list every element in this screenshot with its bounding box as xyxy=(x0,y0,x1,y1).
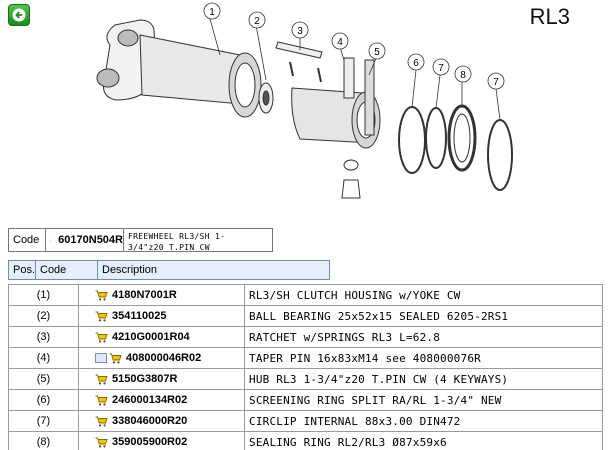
row-code[interactable]: 359005900R02 xyxy=(78,431,245,450)
row-pos: (4) xyxy=(8,347,79,369)
table-row[interactable]: (8) 359005900R02 SEALING RING RL2/RL3 Ø8… xyxy=(8,431,603,450)
callout-4: 4 xyxy=(337,37,343,48)
column-header-description[interactable]: Description xyxy=(102,264,158,276)
row-code-text: 408000046R02 xyxy=(126,352,202,364)
table-row[interactable]: (4) 408000046R02 TAPER PIN 16x83xM14 see… xyxy=(8,347,603,369)
row-description: BALL BEARING 25x52x15 SEALED 6205-2RS1 xyxy=(244,305,603,327)
cart-icon[interactable] xyxy=(95,395,108,406)
callout-7: 7 xyxy=(438,63,444,74)
row-pos: (6) xyxy=(8,389,79,411)
table-row[interactable]: (7) 338046000R20 CIRCLIP INTERNAL 88x3.0… xyxy=(8,410,603,432)
cart-icon[interactable] xyxy=(95,290,108,301)
exploded-parts-drawing: 1 2 3 4 5 6 7 8 7 xyxy=(96,2,513,199)
row-code[interactable]: 338046000R20 xyxy=(78,410,245,432)
cart-icon[interactable] xyxy=(50,235,52,246)
cart-icon[interactable] xyxy=(95,311,108,322)
cart-icon[interactable] xyxy=(95,437,108,448)
row-code[interactable]: 4210G0001R04 xyxy=(78,326,245,348)
row-description: HUB RL3 1-3/4"z20 T.PIN CW (4 KEYWAYS) xyxy=(244,368,603,390)
row-code-text: 359005900R02 xyxy=(112,436,188,448)
callout-5: 5 xyxy=(374,47,380,58)
assembly-description-line-2: 3/4"z20 T.PIN CW xyxy=(128,243,210,252)
table-row[interactable]: (3) 4210G0001R04 RATCHET w/SPRINGS RL3 L… xyxy=(8,326,603,348)
row-code-text: 246000134R02 xyxy=(112,394,188,406)
cart-icon[interactable] xyxy=(95,374,108,385)
row-description: SCREENING RING SPLIT RA/RL 1-3/4" NEW xyxy=(244,389,603,411)
row-description: RATCHET w/SPRINGS RL3 L=62.8 xyxy=(244,326,603,348)
assembly-code-box: Code 60170N504R FREEWHEEL RL3/SH 1- 3/4"… xyxy=(8,228,273,252)
cart-icon[interactable] xyxy=(95,332,108,343)
callout-7b: 7 xyxy=(493,77,499,88)
table-row[interactable]: (6) 246000134R02 SCREENING RING SPLIT RA… xyxy=(8,389,603,411)
row-code[interactable]: 5150G3807R xyxy=(78,368,245,390)
row-pos: (7) xyxy=(8,410,79,432)
row-pos: (1) xyxy=(8,284,79,306)
row-description: CIRCLIP INTERNAL 88x3.00 DIN472 xyxy=(244,410,603,432)
table-row[interactable]: (5) 5150G3807R HUB RL3 1-3/4"z20 T.PIN C… xyxy=(8,368,603,390)
assembly-code[interactable]: 60170N504R xyxy=(46,229,124,251)
row-code[interactable]: 408000046R02 xyxy=(78,347,245,369)
row-description: SEALING RING RL2/RL3 Ø87x59x6 xyxy=(244,431,603,450)
row-code[interactable]: 246000134R02 xyxy=(78,389,245,411)
assembly-description-line-1: FREEWHEEL RL3/SH 1- xyxy=(128,232,226,241)
table-row[interactable]: (2) 354110025 BALL BEARING 25x52x15 SEAL… xyxy=(8,305,603,327)
row-code-text: 5150G3807R xyxy=(112,373,178,385)
drawing-thumbnail-icon[interactable] xyxy=(95,353,107,363)
row-pos: (3) xyxy=(8,326,79,348)
row-code-text: 4210G0001R04 xyxy=(112,331,190,343)
table-row[interactable]: (1) 4180N7001R RL3/SH CLUTCH HOUSING w/Y… xyxy=(8,284,603,306)
page-title: RL3 xyxy=(529,4,570,29)
row-pos: (8) xyxy=(8,431,79,450)
back-button[interactable] xyxy=(8,4,30,26)
parts-list-header: Pos. Code Description xyxy=(8,260,330,280)
callout-3: 3 xyxy=(297,26,303,37)
row-pos: (5) xyxy=(8,368,79,390)
column-header-code[interactable]: Code xyxy=(36,261,98,279)
assembly-code-text: 60170N504R xyxy=(58,234,123,246)
callout-6: 6 xyxy=(413,58,419,69)
row-code[interactable]: 354110025 xyxy=(78,305,245,327)
row-code[interactable]: 4180N7001R xyxy=(78,284,245,306)
callout-8: 8 xyxy=(460,70,466,81)
row-code-text: 338046000R20 xyxy=(112,415,188,427)
row-description: TAPER PIN 16x83xM14 see 408000076R xyxy=(244,347,603,369)
cart-icon[interactable] xyxy=(95,416,108,427)
row-pos: (2) xyxy=(8,305,79,327)
assembly-description: FREEWHEEL RL3/SH 1- 3/4"z20 T.PIN CW xyxy=(124,229,272,252)
column-header-pos[interactable]: Pos. xyxy=(9,261,36,279)
row-code-text: 354110025 xyxy=(112,310,167,322)
row-code-text: 4180N7001R xyxy=(112,289,177,301)
parts-table: (1) 4180N7001R RL3/SH CLUTCH HOUSING w/Y… xyxy=(8,284,603,450)
row-description: RL3/SH CLUTCH HOUSING w/YOKE CW xyxy=(244,284,603,306)
back-arrow-icon xyxy=(12,8,26,22)
cart-icon[interactable] xyxy=(109,353,122,364)
callout-1: 1 xyxy=(209,7,215,18)
code-label: Code xyxy=(9,229,46,251)
callout-2: 2 xyxy=(254,16,260,27)
